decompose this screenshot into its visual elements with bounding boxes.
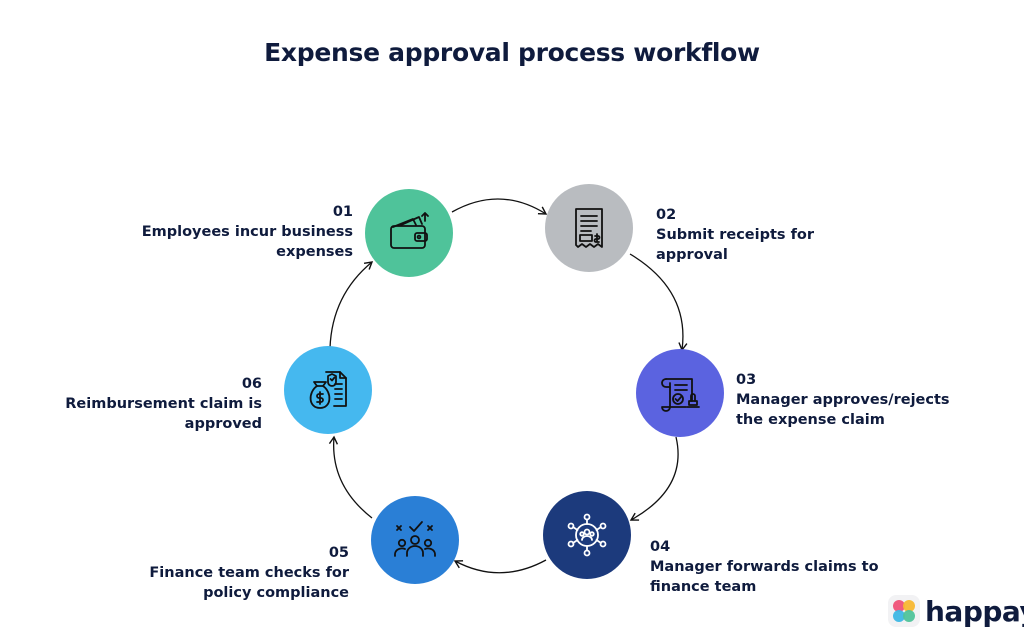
step-03-text: 03 Manager approves/rejects the expense … — [736, 370, 981, 430]
step-01-circle — [365, 189, 453, 277]
step-02-number: 02 — [656, 207, 677, 223]
network-icon — [567, 513, 607, 557]
step-06-text: 06 Reimbursement claim is approved — [32, 374, 262, 434]
arrow-04-to-05 — [453, 559, 547, 574]
approval-scroll-icon — [661, 378, 700, 412]
receipt-icon — [575, 208, 603, 248]
team-check-icon — [394, 521, 436, 557]
step-02-text: 02 Submit receipts for approval — [656, 205, 856, 265]
step-06-number: 06 — [241, 376, 262, 392]
step-05-number: 05 — [328, 545, 349, 561]
step-04-number: 04 — [650, 539, 671, 555]
wallet-icon — [390, 212, 429, 249]
step-02-label: Submit receipts for approval — [656, 227, 814, 263]
step-03-circle — [636, 349, 724, 437]
arrow-06-to-01 — [329, 261, 374, 349]
step-06-label: Reimbursement claim is approved — [65, 396, 262, 432]
step-03-label: Manager approves/rejects the expense cla… — [736, 392, 950, 428]
arrow-05-to-06 — [328, 435, 373, 519]
arrow-03-to-04 — [629, 436, 679, 521]
page-title: Expense approval process workflow — [264, 38, 760, 67]
money-document-icon — [309, 371, 347, 409]
step-05-label: Finance team checks for policy complianc… — [149, 565, 349, 601]
step-02-circle — [545, 184, 633, 272]
step-06-circle — [284, 346, 372, 434]
happay-logo-text: happay — [925, 594, 1024, 628]
step-01-text: 01 Employees incur business expenses — [93, 202, 353, 262]
happay-logo-icon — [888, 595, 920, 627]
arrow-02-to-03 — [629, 253, 688, 352]
step-04-text: 04 Manager forwards claims to finance te… — [650, 537, 895, 597]
step-01-label: Employees incur business expenses — [141, 224, 353, 260]
happay-logo: happay — [887, 594, 1024, 628]
step-01-number: 01 — [332, 204, 353, 220]
step-04-circle — [543, 491, 631, 579]
step-04-label: Manager forwards claims to finance team — [650, 559, 879, 595]
step-05-text: 05 Finance team checks for policy compli… — [119, 543, 349, 603]
step-03-number: 03 — [736, 372, 757, 388]
arrow-01-to-02 — [451, 198, 548, 215]
step-05-circle — [371, 496, 459, 584]
